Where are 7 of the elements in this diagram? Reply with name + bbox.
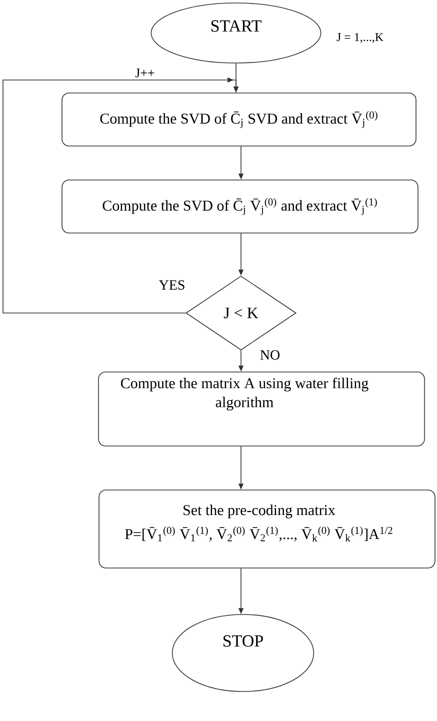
arrow xyxy=(2,77,239,314)
annotation: J = 1,...,K xyxy=(336,33,384,43)
process-box: Set the pre-coding matrix P=[V̄$_{1}$$^{(0)}$ V̄$_{1}$$^{(1)}$, V̄$_{2}$$^{(0)}$ V̄$_{2}$$^{(1)}$,..., V̄$_{k}$$^{(0)}$ V̄$_{k}$$^{(1)}$]A$^{1/2}$ xyxy=(98,490,436,568)
process-box: Compute the SVD of C̄$_{j}$ SVD and extract V̄$_{j}$(0) xyxy=(62,92,416,146)
annotation: J++ xyxy=(135,68,154,78)
process-box: Compute the SVD of C̄$_{j}$ V̄$_{j}$$^{(0)}$ and extract V̄$_{j}$(1) xyxy=(62,180,418,234)
process-box: Compute the matrix A using water filling algorithm xyxy=(98,372,425,446)
